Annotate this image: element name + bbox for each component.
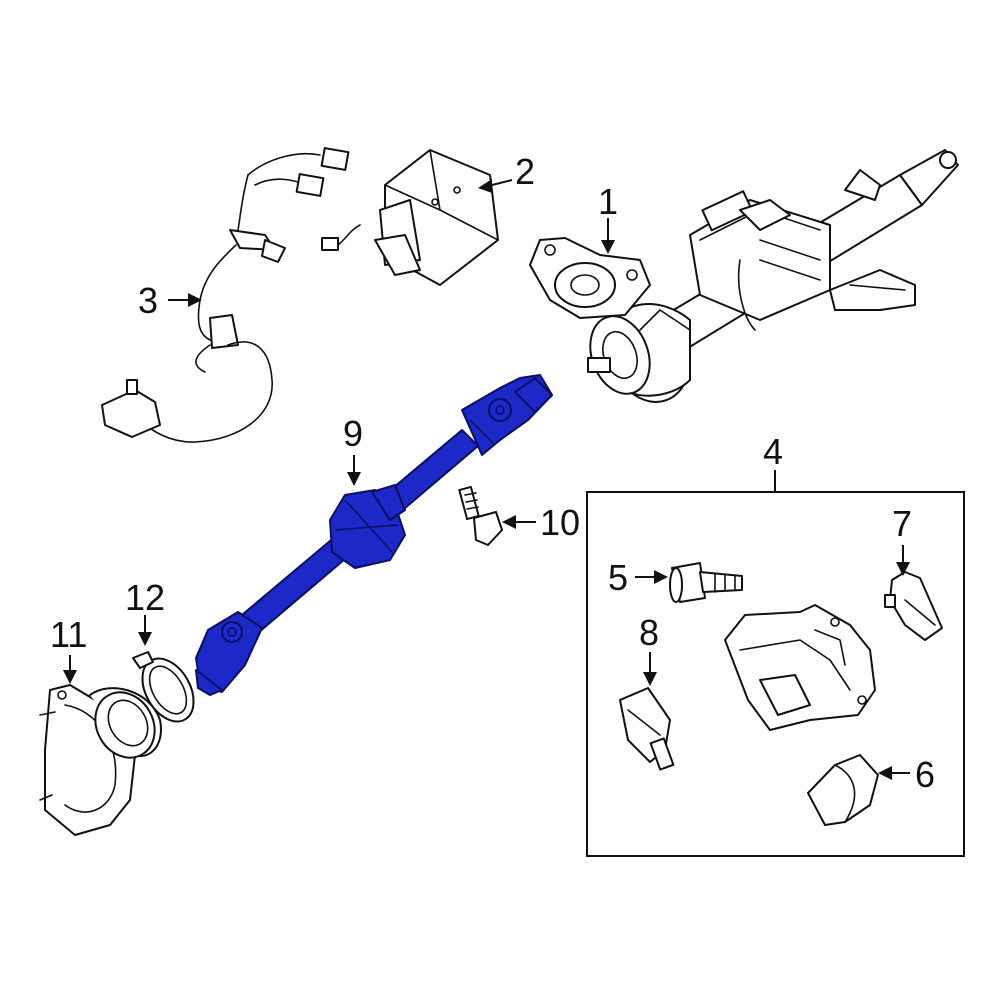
wire-harness[interactable] <box>101 147 350 443</box>
callout-11: 11 <box>50 614 87 655</box>
cap[interactable] <box>807 754 879 826</box>
column-cover-boot[interactable] <box>39 682 166 836</box>
control-module[interactable] <box>321 149 499 286</box>
callout-3: 3 <box>138 280 158 321</box>
switch[interactable] <box>884 571 943 641</box>
callout-10: 10 <box>540 502 580 543</box>
callout-5: 5 <box>608 557 628 598</box>
callout-4: 4 <box>763 431 783 472</box>
callout-6: 6 <box>915 754 935 795</box>
callout-1: 1 <box>598 181 618 222</box>
lock-pin[interactable] <box>669 562 743 603</box>
intermediate-shaft[interactable] <box>195 374 553 696</box>
leader-lines <box>63 179 910 780</box>
steering-column-assembly[interactable] <box>529 149 959 413</box>
callout-7: 7 <box>892 503 912 544</box>
lock-housing[interactable] <box>724 604 876 731</box>
callout-12: 12 <box>125 577 165 618</box>
clamp-ring[interactable] <box>132 650 204 731</box>
callout-8: 8 <box>639 612 659 653</box>
bolt[interactable] <box>458 485 503 546</box>
sensor[interactable] <box>619 687 675 771</box>
callout-2: 2 <box>515 151 535 192</box>
callout-9: 9 <box>343 413 363 454</box>
callouts: 1 2 3 4 5 6 7 8 9 10 11 12 <box>50 151 935 795</box>
